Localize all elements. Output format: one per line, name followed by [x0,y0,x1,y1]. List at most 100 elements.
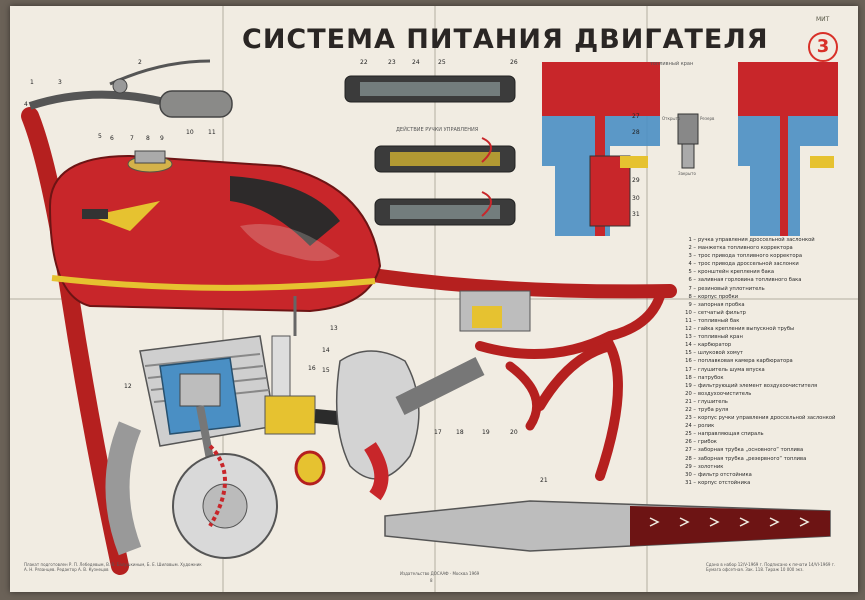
legend-text: карбюратор [698,342,732,349]
callout-number: 31 [632,211,640,218]
legend-number: 26 – [685,439,696,446]
legend-text: патрубок [698,374,724,381]
callout-number: 14 [322,347,330,354]
callout-number: 27 [632,113,640,120]
legend-number: 28 – [685,455,696,462]
callout-number: 5 [98,133,102,140]
fold-line [10,298,858,300]
legend-text: воздухоочиститель [698,390,752,397]
legend-number: 9 – [688,301,696,308]
legend-text: поплавковая камера карбюратора [698,358,793,365]
legend-number: 5 – [688,269,696,276]
legend-item: 8 –корпус пробки [682,293,848,301]
legend-number: 4 – [688,261,696,268]
legend-number: 16 – [685,358,696,365]
carb-label-fuel: топливный кран [650,61,694,67]
legend-text: топливный бак [698,317,740,324]
legend-item: 6 –заливная горловина топливного бака [682,276,848,284]
legend-number: 2 – [688,245,696,252]
legend-text: заборная трубка „резервного“ топлива [698,455,807,462]
footer-print-info: Сдано в набор 12/V-1969 г. Подписано к п… [706,562,836,572]
legend-item: 10 –сетчатый фильтр [682,309,848,317]
legend-text: запорная пробка [698,301,745,308]
engine-cylinder [105,335,278,559]
legend-item: 24 –ролик [682,422,848,430]
legend-text: заборная трубка „основного“ топлива [698,447,804,454]
exhaust-muffler [384,500,831,552]
callout-number: 1 [30,79,34,86]
legend-text: направляющая спираль [698,431,764,438]
legend-number: 13 – [685,334,696,341]
legend-item: 5 –кронштейн крепления бака [682,268,848,276]
callout-number: 11 [208,129,216,136]
legend-item: 23 –корпус ручки управления дроссельной … [682,414,848,422]
legend-item: 12 –гайка крепления выпускной трубы [682,325,848,333]
legend-item: 7 –резиновый уплотнитель [682,285,848,293]
legend-number: 17 – [685,366,696,373]
callout-number: 10 [186,129,194,136]
callout-number: 12 [124,383,132,390]
throttle-grip-insets [344,75,516,226]
handlebar [28,59,233,118]
poster-illustration [21,59,838,575]
legend-text: трос привода дроссельной заслонки [698,261,799,268]
legend-number: 3 – [688,253,696,260]
callout-number: 7 [130,135,134,142]
callout-number: 22 [360,59,368,66]
legend-number: 22 – [685,406,696,413]
callout-number: 18 [456,429,464,436]
carb-label-reserve: Резерв [700,116,715,121]
callout-number: 6 [110,135,114,142]
footer-page: 8 [430,578,433,583]
legend-text: резиновый уплотнитель [698,285,765,292]
legend-number: 25 – [685,431,696,438]
legend-item: 13 –топливный кран [682,333,848,341]
callout-number: 30 [632,195,640,202]
callout-number: 15 [322,367,330,374]
legend-number: 11 – [685,317,696,324]
legend-number: 21 – [685,398,696,405]
legend-text: сетчатый фильтр [698,309,746,316]
callout-number: 29 [632,177,640,184]
legend-text: ролик [698,423,715,430]
callout-number: 4 [24,101,28,108]
legend-item: 27 –заборная трубка „основного“ топлива [682,446,848,454]
legend-text: корпус пробки [698,293,739,300]
callout-number: 25 [438,59,446,66]
legend-item: 25 –направляющая спираль [682,430,848,438]
legend-number: 10 – [685,309,696,316]
legend-number: 24 – [685,423,696,430]
legend-text: глушитель [698,398,728,405]
legend-text: фильтрующий элемент воздухоочистителя [698,382,818,389]
legend-item: 16 –поплавковая камера карбюратора [682,357,848,365]
legend-text: глушитель шума впуска [698,366,765,373]
carb-label-open: Открыто [662,116,681,121]
legend-item: 4 –трос привода дроссельной заслонки [682,260,848,268]
legend-item: 19 –фильтрующий элемент воздухоочистител… [682,382,848,390]
legend-item: 26 –грибок [682,438,848,446]
legend-text: грибок [698,439,717,446]
legend-number: 19 – [685,382,696,389]
legend-list: 1 –ручка управления дроссельной заслонко… [682,236,848,487]
legend-number: 23 – [685,415,696,422]
callout-number: 3 [58,79,62,86]
legend-text: заливная горловина топливного бака [698,277,802,284]
callout-number: 26 [510,59,518,66]
callout-number: 17 [434,429,442,436]
legend-text: кронштейн крепления бака [698,269,775,276]
legend-item: 2 –манжетка топливного корректора [682,244,848,252]
legend-item: 22 –труба руля [682,406,848,414]
legend-text: фильтр отстойника [698,471,752,478]
callout-number: 28 [632,129,640,136]
callout-number: 24 [412,59,420,66]
legend-text: корпус ручки управления дроссельной засл… [698,415,836,422]
legend-text: трос привода топливного корректора [698,253,803,260]
callout-number: 2 [138,59,142,66]
legend-item: 9 –запорная пробка [682,301,848,309]
callout-number: 8 [146,135,150,142]
legend-item: 3 –трос привода топливного корректора [682,252,848,260]
callout-number: 16 [308,365,316,372]
legend-item: 30 –фильтр отстойника [682,471,848,479]
legend-number: 15 – [685,350,696,357]
legend-item: 29 –золотник [682,463,848,471]
